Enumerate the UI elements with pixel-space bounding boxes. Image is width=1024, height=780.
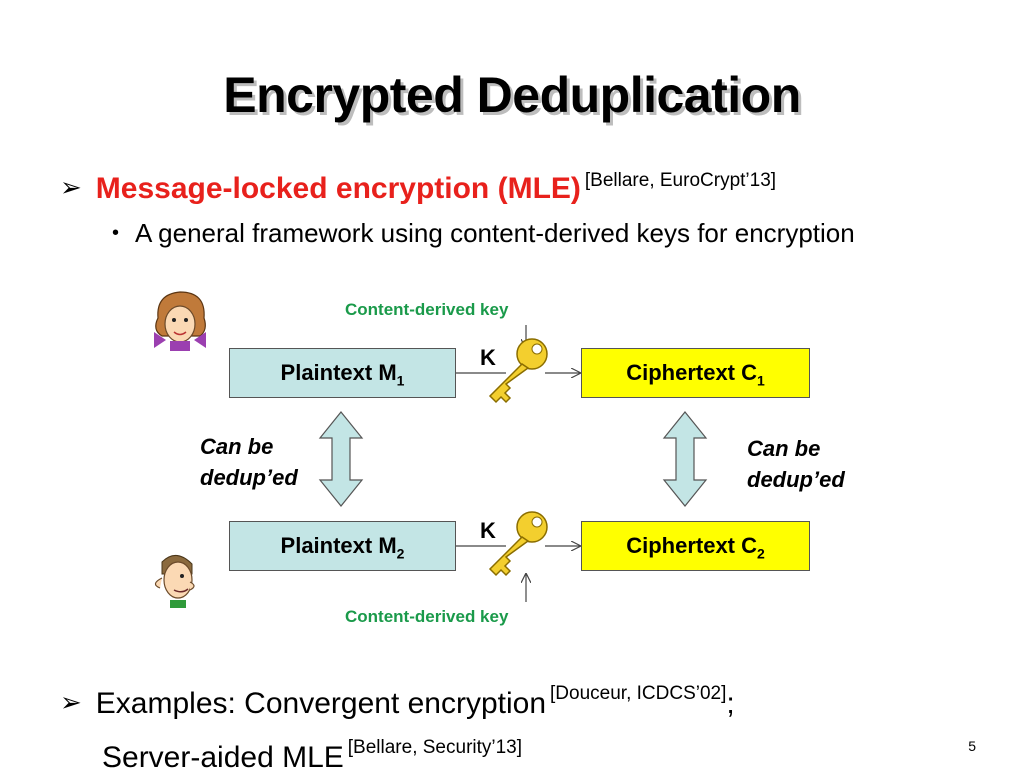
bullet-arrow-icon: ➢ (60, 687, 82, 717)
ciphertext-bottom-label: Ciphertext C (626, 533, 757, 558)
woman-avatar-icon (154, 291, 206, 351)
slide-title: Encrypted Deduplication (223, 67, 801, 123)
dedup-left-line2: dedup’ed (200, 465, 298, 490)
key-icon (489, 511, 548, 576)
framework-text: A general framework using content-derive… (135, 218, 855, 248)
examples-line1: Examples: Convergent encryption (95, 687, 547, 720)
double-arrow-left (318, 411, 364, 507)
bullet-examples: ➢ Examples: Convergent encryption[Douceur… (60, 672, 735, 780)
ciphertext-box-bottom: Ciphertext C2 (581, 521, 810, 571)
plaintext-top-subscript: 1 (396, 372, 405, 389)
sub-bullet-dot-icon: • (112, 222, 120, 244)
ciphertext-top-subscript: 1 (757, 372, 765, 389)
ciphertext-top-label: Ciphertext C (626, 360, 757, 385)
key-letter-top: K (480, 345, 496, 370)
plaintext-box-bottom: Plaintext M2 (229, 521, 456, 571)
dedup-right-line1: Can be (747, 436, 821, 461)
ciphertext-box-top: Ciphertext C1 (581, 348, 810, 398)
content-derived-key-label-top: Content-derived key (345, 300, 509, 319)
content-derived-key-label-bottom: Content-derived key (345, 607, 509, 626)
dedup-right-line2: dedup’ed (747, 467, 845, 492)
dedup-label-right: Can be dedup’ed (747, 433, 845, 495)
plaintext-top-label: Plaintext M (280, 360, 397, 385)
bullet-mle: ➢ Message-locked encryption (MLE)[Bellare… (60, 170, 776, 206)
examples-semicolon: ; (726, 687, 735, 720)
sub-bullet-framework: • A general framework using content-deriv… (112, 218, 855, 249)
ciphertext-bottom-subscript: 2 (757, 545, 765, 562)
dedup-label-left: Can be dedup’ed (200, 431, 298, 493)
mle-citation: [Bellare, EuroCrypt’13] (584, 170, 777, 191)
plaintext-bottom-subscript: 2 (396, 545, 405, 562)
plaintext-bottom-label: Plaintext M (280, 533, 397, 558)
bullet-arrow-icon: ➢ (60, 172, 82, 202)
examples-citation1: [Douceur, ICDCS’02] (550, 683, 727, 704)
examples-citation2: [Bellare, Security’13] (347, 737, 523, 758)
man-avatar-icon (154, 555, 195, 608)
key-icon (489, 338, 548, 403)
page-number: 5 (968, 738, 976, 754)
plaintext-box-top: Plaintext M1 (229, 348, 456, 398)
double-arrow-right (662, 411, 708, 507)
dedup-left-line1: Can be (200, 434, 274, 459)
key-letter-bottom: K (480, 518, 496, 543)
examples-line2: Server-aided MLE (102, 741, 344, 774)
mle-heading: Message-locked encryption (MLE) (95, 172, 581, 205)
